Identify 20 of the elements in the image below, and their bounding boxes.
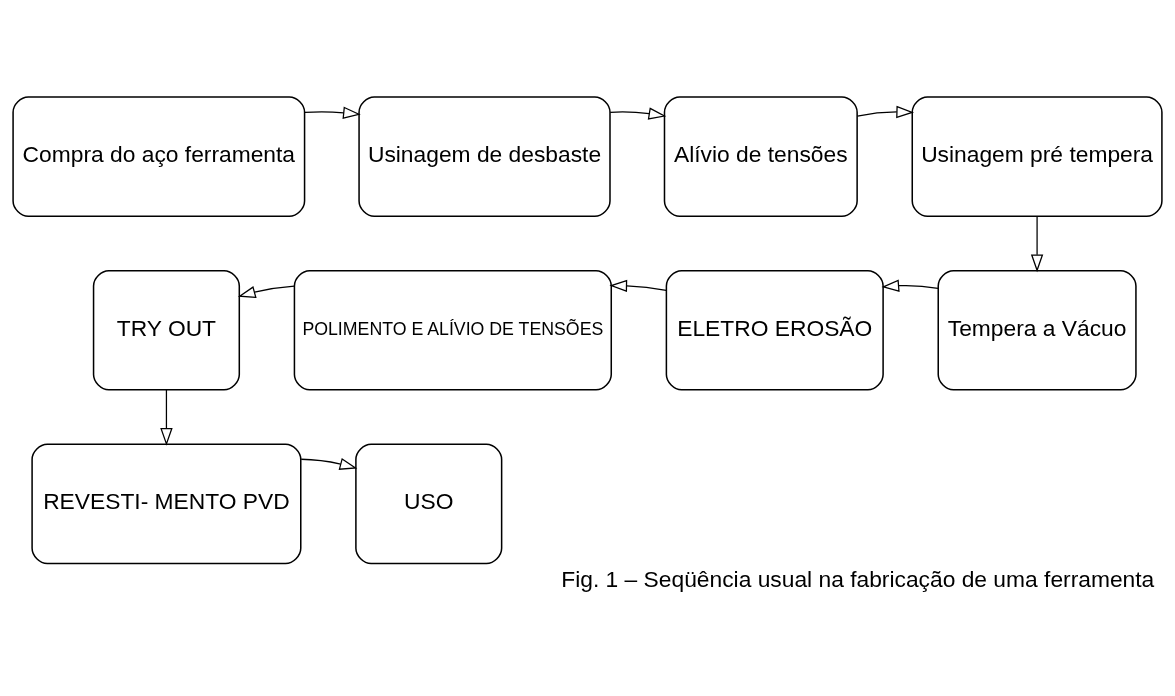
node-box: Usinagem pré tempera [911, 96, 1163, 217]
node-box: Usinagem de desbaste [358, 96, 611, 217]
node-box: Tempera a Vácuo [937, 269, 1137, 391]
arrow [160, 389, 173, 446]
arrow [237, 285, 295, 299]
arrow [1030, 215, 1044, 273]
node-box: Compra do aço ferramenta [12, 96, 306, 217]
node-box: USO [355, 443, 503, 565]
node-box: Alívio de tensões [663, 96, 858, 217]
arrow [609, 107, 667, 120]
node-box: POLIMENTO E ALÍVIO DE TENSÕES [293, 269, 612, 391]
arrow [300, 457, 358, 470]
node-box: REVESTI- MENTO PVD [31, 443, 302, 565]
caption: Fig. 1 – Seqüência usual na fabricação de uma ferramenta [561, 565, 1155, 592]
node-box: TRY OUT [92, 269, 241, 391]
arrow [609, 279, 667, 293]
arrow [881, 279, 939, 292]
node-box: ELETRO EROSÃO [665, 269, 884, 391]
arrow [304, 106, 361, 119]
arrow [856, 105, 915, 119]
